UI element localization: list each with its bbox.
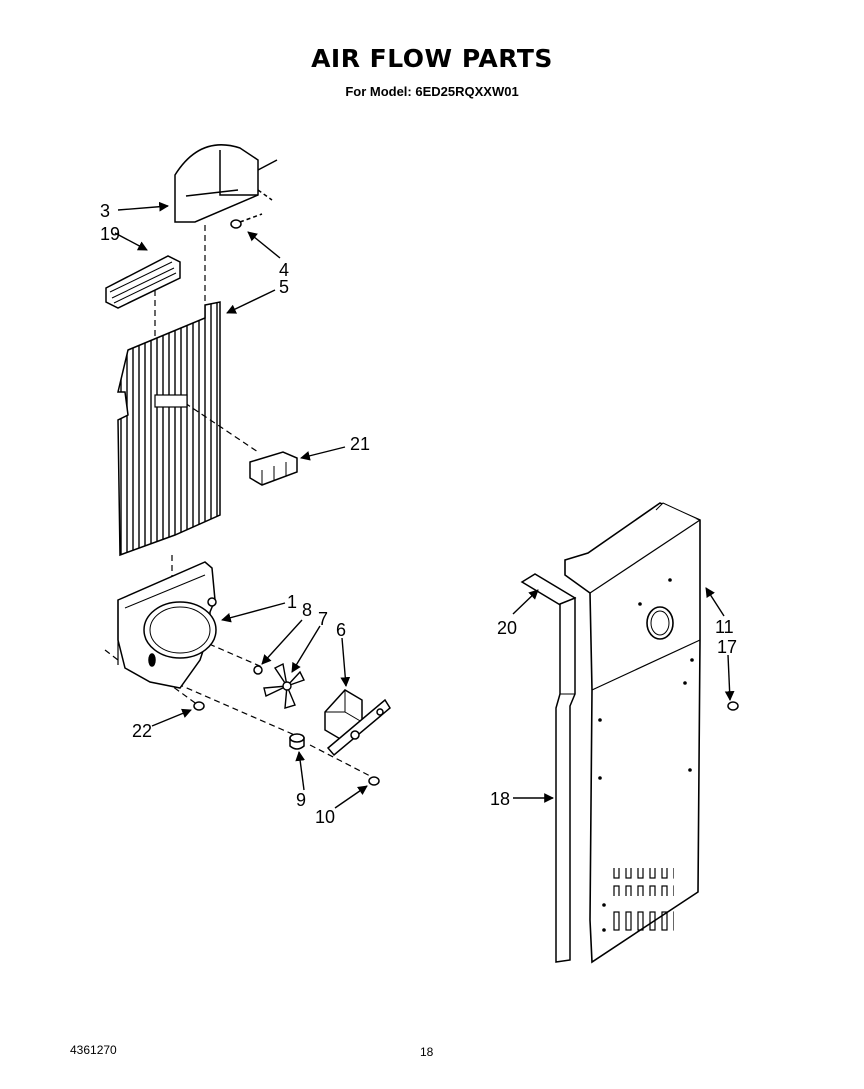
strip-part-19 [555,596,576,963]
grille-part-6 [105,255,181,309]
page-title: AIR FLOW PARTS [311,44,553,73]
ribbed-panel-part-5 [117,301,221,557]
callout-18: 17 [717,637,737,657]
screw-part-18 [727,701,739,711]
callout-19: 18 [490,789,510,809]
page-number: 18 [420,1045,434,1059]
document-number: 4361270 [70,1043,117,1057]
callout-4: 4 [279,260,289,280]
callout-7: 6 [336,620,346,640]
callout-21: 21 [350,434,370,454]
callout-10: 9 [296,790,306,810]
callout-3: 3 [100,201,110,221]
callout-20: 20 [497,618,517,638]
callout-6: 19 [100,224,120,244]
fan-blade-part-8 [263,662,305,709]
screw-part-4 [230,213,263,229]
callout-11: 10 [315,807,335,827]
model-subtitle: For Model: 6ED25RQXXW01 [345,84,519,99]
bracket-part-21 [249,451,298,486]
rear-panel-part-17 [564,502,701,964]
callout-17: 11 [715,617,734,637]
grommet-part-10 [289,733,305,750]
washer-part-9 [253,665,263,675]
fan-motor-part-7 [324,689,391,757]
fan-housing-part-1 [117,561,217,689]
callout-1: 1 [287,592,297,612]
air-duct-part-3 [174,144,278,223]
callout-22: 22 [132,721,152,741]
screw-part-11 [368,776,380,786]
callout-5: 5 [279,277,289,297]
callout-9: 8 [302,600,312,620]
screw-part-22 [193,701,205,711]
callout-8: 7 [318,609,328,629]
